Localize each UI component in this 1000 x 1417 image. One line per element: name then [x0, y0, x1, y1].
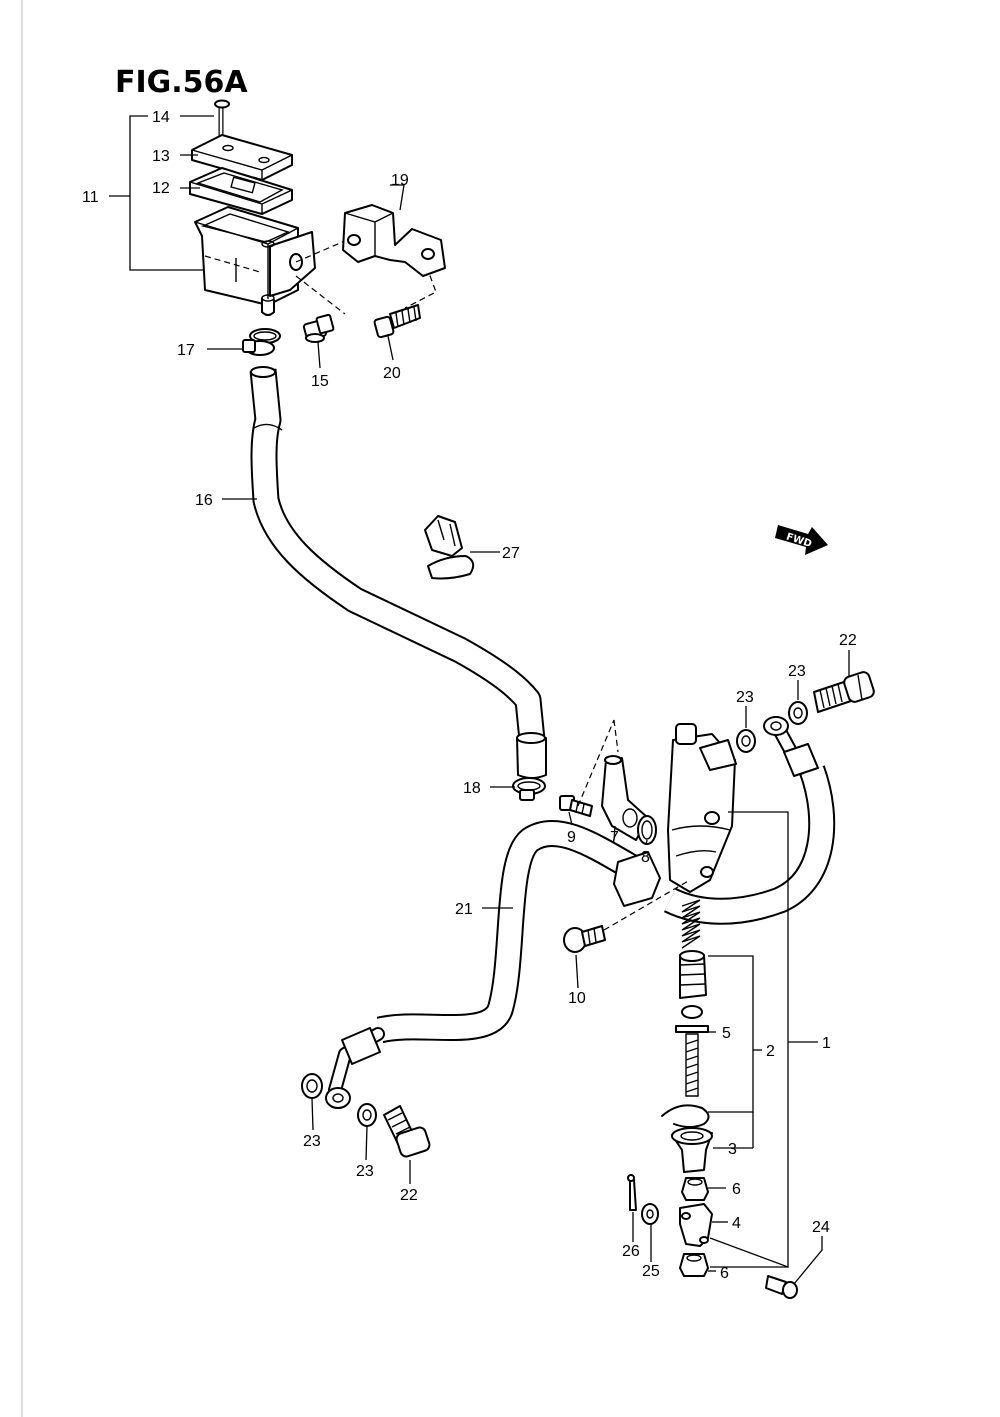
callout-11: 11: [82, 189, 99, 206]
callout-22-lower: 22: [400, 1187, 418, 1204]
diaphragm: [189, 167, 293, 215]
callout-2: 2: [766, 1043, 775, 1060]
callout-12: 12: [152, 180, 170, 197]
fitting-guide-line: [577, 719, 619, 807]
callout-13: 13: [152, 148, 170, 165]
callout-25: 25: [642, 1263, 660, 1280]
lock-nut-upper: [681, 1177, 709, 1201]
callout-18: 18: [463, 780, 481, 797]
lock-nut-lower: [679, 1253, 709, 1277]
fwd-direction-indicator: FWD: [775, 525, 828, 555]
callout-21: 21: [455, 901, 473, 918]
leader-lines: [109, 115, 850, 1285]
hose-clip: [424, 515, 475, 580]
callout-22-upper: 22: [839, 632, 857, 649]
callout-19: 19: [391, 172, 409, 189]
brake-hose-left: [325, 820, 661, 1109]
callout-6-lower: 6: [720, 1265, 729, 1282]
callout-labels: 14 13 12 11 19 17 15 20 16 27 22 23 23 1…: [82, 109, 857, 1282]
reservoir-bracket: [342, 204, 446, 277]
washer-lower-a: [301, 1073, 323, 1099]
callout-27: 27: [502, 545, 520, 562]
reservoir-cap: [191, 134, 293, 181]
callout-10: 10: [568, 990, 586, 1007]
callout-14: 14: [152, 109, 170, 126]
callout-20: 20: [383, 365, 401, 382]
washer-upper-b: [736, 729, 756, 753]
bracket-bolt: [373, 304, 421, 339]
clevis-washer: [641, 1203, 659, 1225]
washer-lower-b: [357, 1103, 377, 1127]
reservoir-body: [194, 206, 316, 316]
callout-8: 8: [641, 849, 650, 866]
figure-title: FIG.56A: [115, 65, 248, 100]
piston-kit: [661, 899, 713, 1173]
hose-fitting: [601, 755, 649, 841]
callout-6-upper: 6: [732, 1181, 741, 1198]
reservoir-hose: [249, 366, 547, 779]
callout-7: 7: [610, 829, 619, 846]
callout-9: 9: [567, 829, 576, 846]
callout-4: 4: [732, 1215, 741, 1232]
callout-16: 16: [195, 492, 213, 509]
callout-1: 1: [822, 1035, 831, 1052]
callout-3: 3: [728, 1141, 737, 1158]
callout-5: 5: [722, 1025, 731, 1042]
mounting-bolt: [302, 313, 335, 343]
callout-15: 15: [311, 373, 329, 390]
cotter-pin: [627, 1174, 637, 1211]
hose-clamp-upper: [242, 328, 281, 356]
callout-26: 26: [622, 1243, 640, 1260]
callout-23-lower-left: 23: [303, 1133, 321, 1150]
o-ring: [637, 815, 657, 845]
clevis: [679, 1203, 713, 1247]
master-cylinder: [667, 723, 737, 893]
brake-hose-right: [663, 716, 836, 925]
fitting-screw: [559, 795, 593, 817]
assembly-guide-line: [295, 237, 437, 315]
callout-23-upper-left: 23: [736, 689, 754, 706]
reservoir-assembly: [189, 99, 437, 316]
clevis-pin: [765, 1275, 798, 1299]
callout-23-upper-right: 23: [788, 663, 806, 680]
callout-24: 24: [812, 1219, 830, 1236]
hose-clamp-lower: [512, 777, 546, 801]
banjo-bolt-lower: [383, 1105, 431, 1158]
banjo-bolt-upper: [813, 671, 875, 713]
washer-upper-a: [788, 701, 808, 725]
callout-23-lower-right: 23: [356, 1163, 374, 1180]
callout-17: 17: [177, 342, 195, 359]
cylinder-mount-bolt: [563, 879, 691, 953]
